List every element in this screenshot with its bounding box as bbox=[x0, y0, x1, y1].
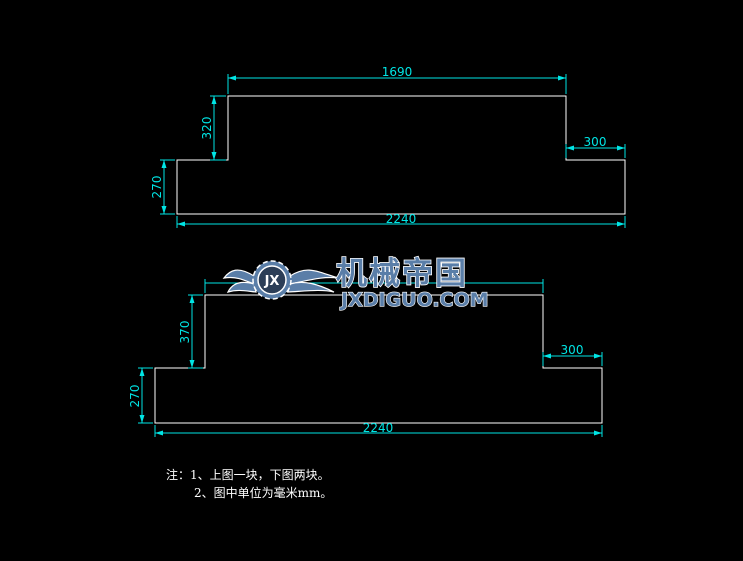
upper-step-height-label: 320 bbox=[200, 117, 214, 140]
logo-name-cn: 机械帝国 bbox=[336, 256, 468, 292]
lower-step-height-label: 370 bbox=[178, 321, 192, 344]
upper-top-width-label: 1690 bbox=[382, 65, 413, 79]
upper-base-width-label: 2240 bbox=[386, 212, 417, 226]
upper-step-offset-dimension: 300 bbox=[565, 135, 626, 158]
lower-step-offset-label: 300 bbox=[561, 343, 584, 357]
watermark-logo: JX 机械帝国 JXDIGUO.COM bbox=[222, 255, 489, 312]
lower-base-height-dimension: 270 bbox=[128, 367, 153, 424]
upper-base-height-dimension: 270 bbox=[150, 159, 175, 215]
note-line-2: 2、图中单位为毫米mm。 bbox=[166, 484, 332, 502]
gear-icon: JX bbox=[252, 260, 292, 300]
lower-step-height-dimension: 370 bbox=[178, 294, 203, 369]
upper-part-outline bbox=[176, 95, 626, 215]
note-text-2: 2、图中单位为毫米mm。 bbox=[194, 486, 333, 500]
note-line-1: 注：1、上图一块，下图两块。 bbox=[166, 466, 332, 484]
upper-part: 1690 320 270 300 bbox=[150, 65, 626, 228]
upper-base-height-label: 270 bbox=[150, 176, 164, 199]
lower-base-width-label: 2240 bbox=[363, 421, 394, 435]
notes-block: 注：1、上图一块，下图两块。 2、图中单位为毫米mm。 bbox=[166, 466, 332, 502]
upper-step-height-dimension: 320 bbox=[200, 95, 226, 161]
lower-base-height-label: 270 bbox=[128, 385, 142, 408]
notes-prefix: 注： bbox=[166, 468, 191, 482]
lower-base-width-dimension: 2240 bbox=[154, 421, 603, 437]
logo-domain: JXDIGUO.COM bbox=[339, 289, 489, 311]
logo-monogram: JX bbox=[264, 274, 280, 289]
upper-top-width-dimension: 1690 bbox=[227, 65, 567, 94]
upper-step-offset-label: 300 bbox=[584, 135, 607, 149]
wings-icon bbox=[222, 269, 339, 293]
note-text-1: 1、上图一块，下图两块。 bbox=[190, 468, 330, 482]
lower-part-outline bbox=[154, 294, 603, 424]
upper-base-width-dimension: 2240 bbox=[176, 212, 626, 228]
lower-step-offset-dimension: 300 bbox=[542, 343, 603, 366]
